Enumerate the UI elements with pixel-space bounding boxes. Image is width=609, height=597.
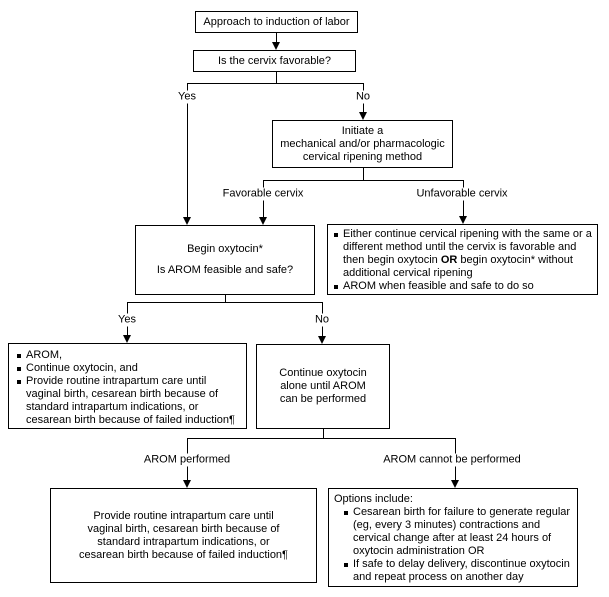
unfavorable-cervix-options-node: Either continue cervical ripening with t… [327,224,598,295]
branch-label-no-cervix: No [352,90,374,104]
connector-line [187,83,188,218]
connector-line [127,302,323,303]
options-heading: Options include: [334,493,413,505]
start-node: Approach to induction of labor [195,11,358,33]
arrow-down-icon [183,480,191,488]
branch-label-yes-cervix: Yes [175,90,199,104]
options-node: Options include: Cesarean birth for fail… [328,488,578,587]
options-bullet-1: Cesarean birth for failure to generate r… [342,506,575,558]
arom-feasible-question-text: Is AROM feasible and safe? [156,264,294,276]
arrow-down-icon [123,335,131,343]
branch-label-yes-arom: Yes [115,313,139,327]
bullet-text-post: begin oxytocin* without additional cervi… [343,254,573,279]
cervix-favorable-question-node: Is the cervix favorable? [193,50,356,72]
bullet-text-pre: Either continue cervical ripening with t… [343,228,592,266]
arrow-down-icon [459,216,467,224]
ripening-line-2: mechanical and/or pharmacologic [280,137,445,150]
connector-line [323,429,324,439]
branch-label-favorable-cervix: Favorable cervix [219,187,307,201]
branch-label-unfavorable-cervix: Unfavorable cervix [413,187,511,201]
arrow-down-icon [318,336,326,344]
arom-yes-node: AROM, Continue oxytocin, and Provide rou… [8,343,247,429]
arom-yes-bullet-1: AROM, [15,349,244,362]
cervical-ripening-node: Initiate a mechanical and/or pharmacolog… [272,120,453,168]
branch-label-arom-not-performed: AROM cannot be performed [380,453,524,467]
connector-line [225,295,226,303]
branch-label-no-arom: No [311,313,333,327]
continue-oxytocin-line-2: alone until AROM [280,380,366,392]
unfavorable-bullet-1: Either continue cervical ripening with t… [332,228,595,280]
arom-yes-bullet-2: Continue oxytocin, and [15,362,244,375]
cervix-question-text: Is the cervix favorable? [217,54,332,67]
arrow-down-icon [451,480,459,488]
options-bullet-2: If safe to delay delivery, discontinue o… [342,558,575,584]
connector-line [187,83,364,84]
unfavorable-bullet-2: AROM when feasible and safe to do so [332,280,595,293]
start-node-text: Approach to induction of labor [203,15,350,28]
routine-care-line-4: cesarean birth because of failed inducti… [79,548,288,561]
routine-care-line-3: standard intrapartum indications, or [97,535,270,548]
arrow-down-icon [359,112,367,120]
connector-line [276,72,277,83]
ripening-line-3: cervical ripening method [302,150,423,163]
branch-label-arom-performed: AROM performed [140,453,234,467]
ripening-line-1: Initiate a [341,124,384,137]
routine-care-line-2: vaginal birth, cesarean birth because of [87,522,280,535]
begin-oxytocin-text: Begin oxytocin* [187,243,263,255]
arrow-down-icon [183,217,191,225]
continue-oxytocin-line-1: Continue oxytocin [279,367,367,379]
continue-oxytocin-alone-node: Continue oxytocin alone until AROM can b… [256,344,390,429]
connector-line [363,168,364,180]
connector-line [276,33,277,43]
continue-oxytocin-line-3: can be performed [279,393,367,405]
arrow-down-icon [259,217,267,225]
routine-care-line-1: Provide routine intrapartum care until [93,509,274,522]
connector-line [263,180,464,181]
arrow-down-icon [272,42,280,50]
arom-yes-bullet-3: Provide routine intrapartum care until v… [15,375,244,427]
connector-line [187,438,456,439]
begin-oxytocin-node: Begin oxytocin* Is AROM feasible and saf… [135,225,315,295]
bullet-text-bold: OR [440,254,458,266]
routine-intrapartum-care-node: Provide routine intrapartum care until v… [50,488,317,583]
